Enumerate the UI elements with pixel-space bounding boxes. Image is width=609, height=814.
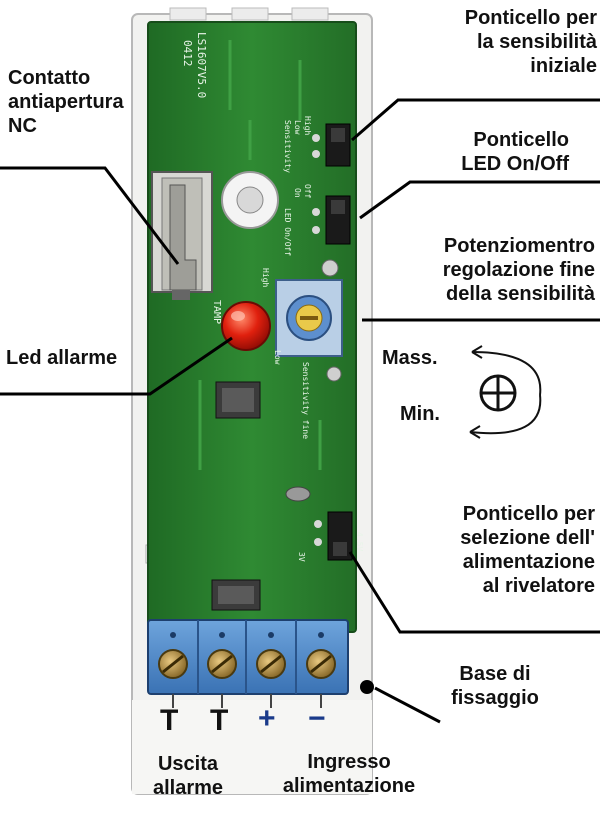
led-alarm: [221, 301, 271, 351]
tamper-switch: [151, 171, 213, 300]
pcb-volt-45: 4.5V: [355, 532, 364, 552]
label-mass: Mass.: [382, 347, 438, 369]
terminal-plus-label: +: [258, 702, 276, 735]
pcb-jumper1-high: High: [303, 116, 312, 136]
label-base: Base di fissaggio: [451, 663, 539, 709]
label-potentiometer: Potenziomentro regolazione fine della se…: [442, 235, 595, 305]
mounting-boss: [221, 171, 279, 229]
pcb-jumper2-name: LED On/Off: [283, 208, 292, 257]
pcb-tamp-label: TAMP: [211, 300, 222, 325]
pcb-pot-name: Sensitivity fine: [301, 362, 310, 440]
rotation-symbol: [469, 345, 542, 439]
pcb-pot-high: High: [261, 268, 270, 288]
label-tamper: Contatto antiapertura NC: [8, 67, 124, 137]
pcb-volt-3: 3V: [297, 552, 306, 562]
label-jumper-sensitivity: Ponticello per la sensibilità iniziale: [464, 7, 597, 77]
label-min: Min.: [400, 403, 440, 425]
label-led-alarm: Led allarme: [6, 347, 118, 369]
jumper-power: [314, 511, 353, 561]
pcb-jumper2-off: Off: [303, 184, 312, 199]
pcb-date-label: 0412: [181, 40, 194, 67]
label-alarm-output: Uscita allarme: [152, 753, 224, 799]
pcb-pot-low: Low: [273, 350, 282, 365]
callout-lines: [0, 98, 600, 724]
terminal-minus-label: −: [308, 702, 326, 735]
pcb-jumper1-low: Low: [293, 120, 302, 135]
label-jumper-power: Ponticello per selezione dell' alimentaz…: [460, 503, 595, 597]
terminal-t1-label: T: [160, 704, 179, 737]
pcb-jumper1-name: Sensitivity: [283, 120, 292, 173]
potentiometer: [275, 259, 343, 382]
pcb-jumper2-on: On: [293, 188, 302, 198]
label-jumper-led: Ponticello LED On/Off: [461, 129, 569, 175]
base-marker: [360, 680, 374, 694]
jumper-led: [312, 195, 351, 245]
pcb-model-label: LS1607V5.0: [195, 32, 208, 99]
terminal-block: [147, 619, 349, 708]
label-power-input: Ingresso alimentazione: [282, 751, 416, 797]
chips: [211, 381, 311, 611]
jumper-sensitivity: [312, 123, 351, 167]
terminal-t2-label: T: [210, 704, 229, 737]
